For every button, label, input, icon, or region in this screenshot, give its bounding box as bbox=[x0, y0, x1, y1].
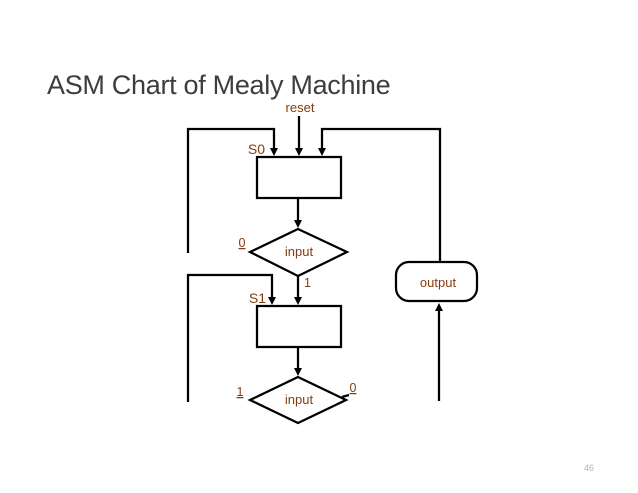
decision-diamond-1 bbox=[247, 227, 350, 278]
arrowhead-reset bbox=[295, 148, 303, 156]
page-number: 46 bbox=[584, 463, 595, 473]
decision1-branch-0-label: 0 bbox=[239, 236, 246, 250]
decision2-branch-1-label: 1 bbox=[237, 385, 244, 399]
output-label: output bbox=[420, 275, 457, 290]
arrowhead-feedback-s0 bbox=[270, 148, 278, 156]
wire-output-to-s0 bbox=[320, 127, 442, 262]
state-box-s0 bbox=[255, 155, 343, 200]
state-box-s1 bbox=[255, 304, 343, 349]
arrowhead-s0-to-d1 bbox=[294, 220, 302, 228]
decision2-right-stub bbox=[341, 393, 350, 399]
arrowhead-d1-to-s1 bbox=[294, 297, 302, 305]
decision2-branch-0-label: 0 bbox=[350, 381, 357, 395]
slide-title: ASM Chart of Mealy Machine bbox=[47, 70, 391, 100]
decision-diamond-2 bbox=[247, 375, 349, 425]
state-label-s0: S0 bbox=[248, 141, 265, 157]
feedback-wire-d2-to-s1 bbox=[186, 273, 274, 402]
decision1-input-label: input bbox=[285, 244, 314, 259]
decision2-input-label: input bbox=[285, 392, 314, 407]
output-box bbox=[394, 260, 479, 303]
arrowhead-into-output bbox=[435, 303, 443, 311]
arrowhead-feedback-s1 bbox=[268, 297, 276, 305]
decision1-branch-1-label: 1 bbox=[304, 276, 311, 290]
reset-label: reset bbox=[286, 100, 315, 115]
arrowhead-s1-to-d2 bbox=[294, 368, 302, 376]
arrowhead-output-to-s0 bbox=[318, 148, 326, 156]
feedback-wire-d1-to-s0 bbox=[186, 127, 276, 253]
state-label-s1: S1 bbox=[249, 290, 266, 306]
